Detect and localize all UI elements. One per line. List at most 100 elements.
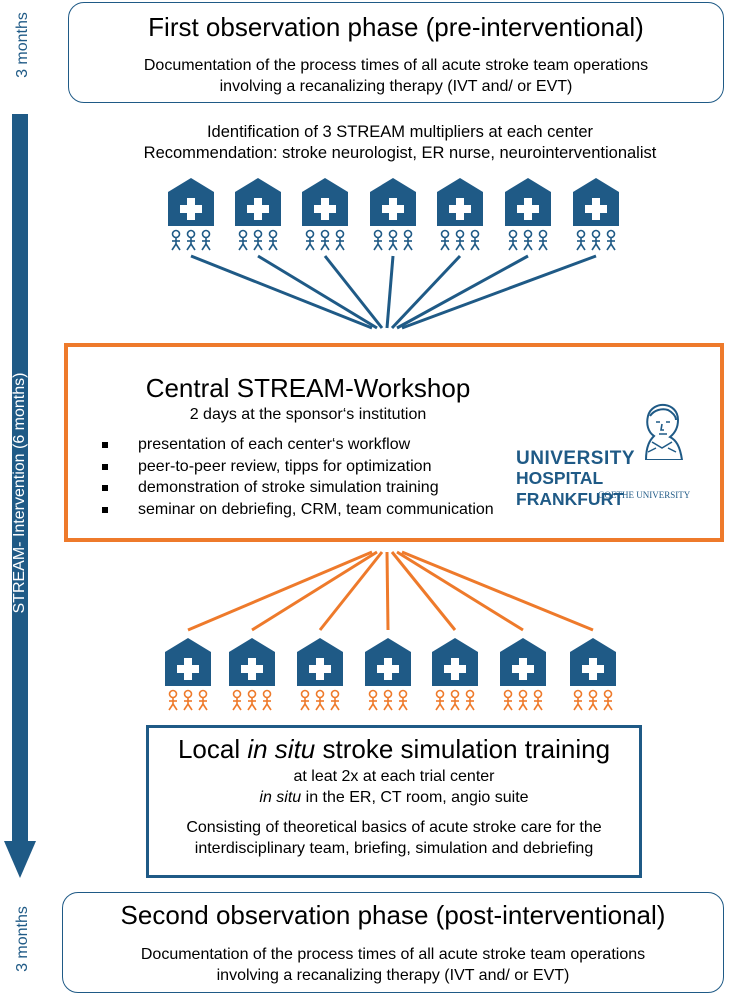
workshop-title: Central STREAM-Workshop [145, 373, 471, 403]
connector-line [390, 254, 462, 330]
person-icon [253, 229, 263, 251]
bottom-hospital-network [165, 550, 616, 711]
logo-line2: HOSPITAL FRANKFURT [516, 468, 624, 509]
simulation-line1: at leat 2x at each trial center [293, 768, 495, 785]
person-icon [573, 689, 583, 711]
connector-line [318, 551, 384, 631]
hospital-icon [297, 638, 343, 686]
phase1-line1: Documentation of the process times of al… [143, 57, 649, 74]
person-icon [518, 689, 528, 711]
person-icon [383, 689, 393, 711]
hospital-icon [302, 178, 348, 226]
connector-line [257, 254, 378, 330]
person-icon [186, 229, 196, 251]
hospital-icon [432, 638, 478, 686]
person-icon [238, 229, 248, 251]
hospital-icon [570, 638, 616, 686]
person-icon [455, 229, 465, 251]
connector-line [323, 255, 384, 329]
person-icon [305, 229, 315, 251]
connector-line [190, 254, 373, 330]
person-icon [373, 229, 383, 251]
person-icon [533, 689, 543, 711]
hospital-icon [370, 178, 416, 226]
person-icon [576, 229, 586, 251]
person-icon [368, 689, 378, 711]
person-icon [435, 689, 445, 711]
person-icon [315, 689, 325, 711]
hospital-icon [235, 178, 281, 226]
connector-line [401, 254, 597, 330]
person-icon [201, 229, 211, 251]
phase2-line1: Documentation of the process times of al… [140, 946, 646, 963]
timeline-arrow [4, 114, 36, 878]
connector-line [187, 550, 373, 632]
phase1-line2: involving a recanalizing therapy (IVT an… [219, 78, 573, 95]
hospital-icon [437, 178, 483, 226]
phase2-title: Second observation phase (post-intervent… [120, 900, 666, 930]
phase2-box: Second observation phase (post-intervent… [62, 892, 724, 993]
connector-line [385, 255, 395, 329]
person-icon [168, 689, 178, 711]
phase1-box: First observation phase (pre-interventio… [68, 2, 724, 103]
person-icon [198, 689, 208, 711]
down-arrow-icon [4, 114, 36, 878]
hospital-icon [229, 638, 275, 686]
person-icon [232, 689, 242, 711]
person-icon [591, 229, 601, 251]
phase1-title: First observation phase (pre-interventio… [148, 12, 644, 42]
simulation-title: Local in situ stroke simulation training [177, 734, 611, 764]
hospital-icon [500, 638, 546, 686]
person-icon [183, 689, 193, 711]
person-icon [603, 689, 613, 711]
connector-line [396, 550, 524, 632]
phase2-duration-label: 3 months [14, 906, 31, 972]
goethe-portrait-icon [644, 403, 684, 460]
workshop-bullet: peer-to-peer review, tipps for optimizat… [102, 456, 494, 478]
connector-line [401, 550, 594, 632]
simulation-line2: in situ in the ER, CT room, angio suite [259, 789, 529, 806]
simulation-title-emphasis: in situ [247, 734, 316, 764]
simulation-box: Local in situ stroke simulation training… [146, 725, 642, 878]
hospital-icon [165, 638, 211, 686]
person-icon [398, 689, 408, 711]
person-icon [320, 229, 330, 251]
person-icon [588, 689, 598, 711]
hospital-icon [573, 178, 619, 226]
phase2-line2: involving a recanalizing therapy (IVT an… [216, 967, 570, 984]
workshop-bullet: presentation of each center‘s workflow [102, 434, 494, 456]
connector-line [385, 551, 390, 631]
multipliers-line2: Recommendation: stroke neurologist, ER n… [143, 144, 657, 162]
person-icon [450, 689, 460, 711]
hospital-icon [168, 178, 214, 226]
workshop-subtitle: 2 days at the sponsor‘s institution [189, 406, 427, 423]
hospital-icon [505, 178, 551, 226]
person-icon [300, 689, 310, 711]
person-icon [470, 229, 480, 251]
connector-line [396, 254, 529, 330]
top-hospital-network [168, 178, 619, 330]
workshop-bullet-list: presentation of each center‘s workflow p… [102, 434, 494, 520]
phase1-duration-label: 3 months [14, 12, 31, 78]
hospital-icon [365, 638, 411, 686]
person-icon [171, 229, 181, 251]
multipliers-line1: Identification of 3 STREAM multipliers a… [206, 123, 594, 141]
person-icon [247, 689, 257, 711]
person-icon [523, 229, 533, 251]
person-icon [268, 229, 278, 251]
person-icon [465, 689, 475, 711]
person-icon [538, 229, 548, 251]
workshop-box: Central STREAM-Workshop 2 days at the sp… [64, 343, 724, 542]
person-icon [503, 689, 513, 711]
person-icon [330, 689, 340, 711]
connector-line [251, 550, 378, 632]
workshop-bullet: seminar on debriefing, CRM, team communi… [102, 499, 494, 521]
logo-line1: UNIVERSITY [516, 448, 636, 469]
person-icon [335, 229, 345, 251]
person-icon [262, 689, 272, 711]
connector-line [390, 551, 457, 631]
simulation-line4: interdisciplinary team, briefing, simula… [194, 840, 594, 857]
workshop-bullet: demonstration of stroke simulation train… [102, 477, 494, 499]
person-icon [403, 229, 413, 251]
person-icon [440, 229, 450, 251]
